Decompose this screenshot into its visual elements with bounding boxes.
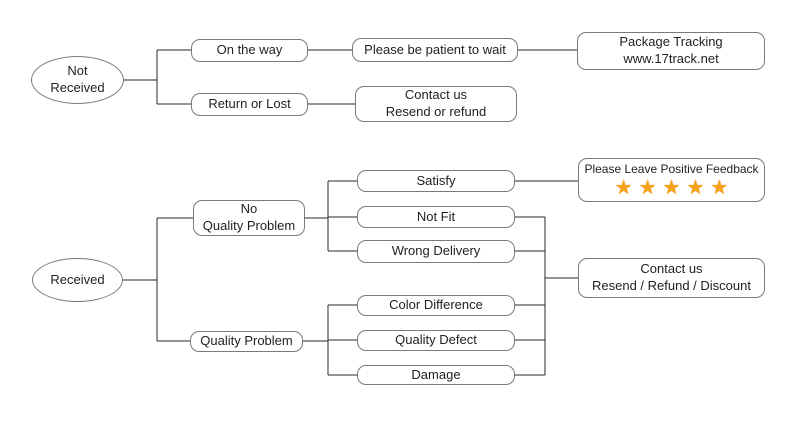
node-quality-problem: Quality Problem <box>190 331 303 352</box>
node-please-be-patient: Please be patient to wait <box>352 38 518 62</box>
node-contact-resend-refund: Contact us Resend or refund <box>355 86 517 122</box>
node-package-tracking: Package Tracking www.17track.net <box>577 32 765 70</box>
node-color-difference: Color Difference <box>357 295 515 316</box>
star-icon: ★ <box>638 176 657 199</box>
star-rating: ★ ★ ★ ★ ★ <box>612 178 732 198</box>
star-icon: ★ <box>710 176 729 199</box>
node-on-the-way: On the way <box>191 39 308 62</box>
star-icon: ★ <box>686 176 705 199</box>
node-received: Received <box>32 258 123 302</box>
node-no-quality-problem: No Quality Problem <box>193 200 305 236</box>
node-quality-defect: Quality Defect <box>357 330 515 351</box>
node-satisfy: Satisfy <box>357 170 515 192</box>
node-damage: Damage <box>357 365 515 385</box>
node-wrong-delivery: Wrong Delivery <box>357 240 515 263</box>
node-positive-feedback: Please Leave Positive Feedback ★ ★ ★ ★ ★ <box>578 158 765 202</box>
star-icon: ★ <box>614 176 633 199</box>
node-contact-resend-refund-discount: Contact us Resend / Refund / Discount <box>578 258 765 298</box>
positive-feedback-label: Please Leave Positive Feedback <box>584 162 759 177</box>
node-not-received: Not Received <box>31 56 124 104</box>
star-icon: ★ <box>662 176 681 199</box>
node-not-fit: Not Fit <box>357 206 515 228</box>
node-return-or-lost: Return or Lost <box>191 93 308 116</box>
